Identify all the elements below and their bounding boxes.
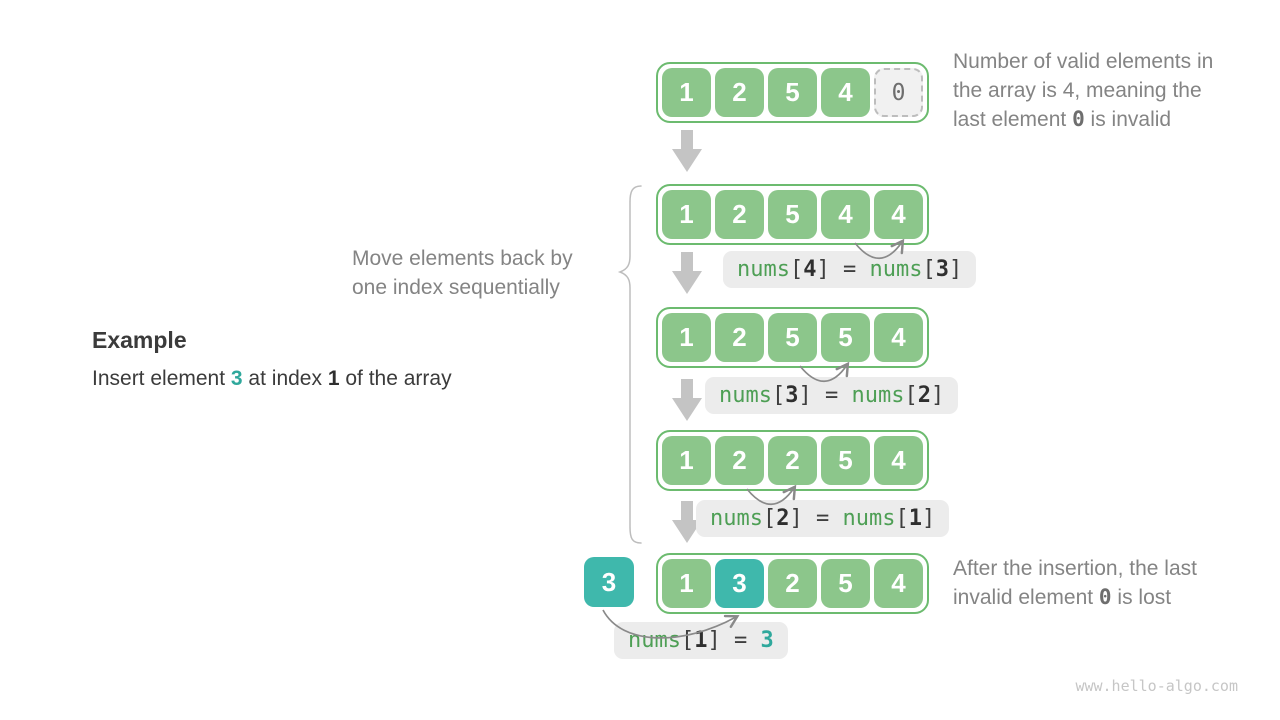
- array-cell: 4: [874, 190, 923, 239]
- down-arrow-icon: [672, 379, 702, 421]
- move-note-line1: Move elements back by: [352, 247, 573, 270]
- array-row-4: 1 2 2 5 4: [656, 430, 929, 491]
- code-label-4: nums[1] = 3: [614, 622, 788, 659]
- code-label-1: nums[4] = nums[3]: [723, 251, 977, 288]
- array-cell: 2: [768, 436, 817, 485]
- bottom-note: After the insertion, the last invalid el…: [953, 554, 1197, 612]
- down-arrow-icon: [672, 130, 702, 172]
- array-cell: 5: [768, 313, 817, 362]
- array-cell: 1: [662, 559, 711, 608]
- array-row-3: 1 2 5 5 4: [656, 307, 929, 368]
- top-note: Number of valid elements in the array is…: [953, 47, 1213, 134]
- top-note-line3: last element 0 is invalid: [953, 107, 1172, 131]
- move-note-line2: one index sequentially: [352, 276, 560, 299]
- array-cell: 5: [821, 313, 870, 362]
- top-note-line2: the array is 4, meaning the: [953, 79, 1202, 102]
- array-cell: 1: [662, 68, 711, 117]
- array-cell: 1: [662, 313, 711, 362]
- code-label-2: nums[3] = nums[2]: [705, 377, 959, 414]
- array-cell: 1: [662, 436, 711, 485]
- down-arrow-icon: [672, 252, 702, 294]
- example-description: Insert element 3 at index 1 of the array: [92, 367, 452, 390]
- curly-brace: [617, 185, 642, 544]
- array-cell: 2: [715, 190, 764, 239]
- array-cell: 2: [715, 436, 764, 485]
- array-cell-invalid: 0: [874, 68, 923, 117]
- array-cell: 4: [821, 68, 870, 117]
- array-row-2: 1 2 5 4 4: [656, 184, 929, 245]
- array-cell: 4: [874, 559, 923, 608]
- array-cell: 5: [768, 68, 817, 117]
- array-cell-inserted: 3: [715, 559, 764, 608]
- bottom-note-line2: invalid element 0 is lost: [953, 585, 1172, 609]
- array-cell: 1: [662, 190, 711, 239]
- move-note: Move elements back by one index sequenti…: [352, 244, 573, 302]
- bottom-note-line1: After the insertion, the last: [953, 557, 1197, 580]
- example-title: Example: [92, 327, 187, 353]
- top-note-line1: Number of valid elements in: [953, 50, 1214, 73]
- code-label-3: nums[2] = nums[1]: [696, 500, 950, 537]
- array-cell: 5: [821, 436, 870, 485]
- array-row-1: 1 2 5 4 0: [656, 62, 929, 123]
- down-arrow-icon: [672, 501, 702, 543]
- array-row-5: 1 3 2 5 4: [656, 553, 929, 614]
- array-cell: 4: [874, 436, 923, 485]
- array-cell: 4: [821, 190, 870, 239]
- array-cell: 2: [768, 559, 817, 608]
- array-cell: 4: [874, 313, 923, 362]
- array-cell: 2: [715, 313, 764, 362]
- array-cell: 5: [768, 190, 817, 239]
- watermark: www.hello-algo.com: [1075, 677, 1238, 695]
- array-cell: 5: [821, 559, 870, 608]
- inserted-element-box: 3: [584, 557, 634, 607]
- array-cell: 2: [715, 68, 764, 117]
